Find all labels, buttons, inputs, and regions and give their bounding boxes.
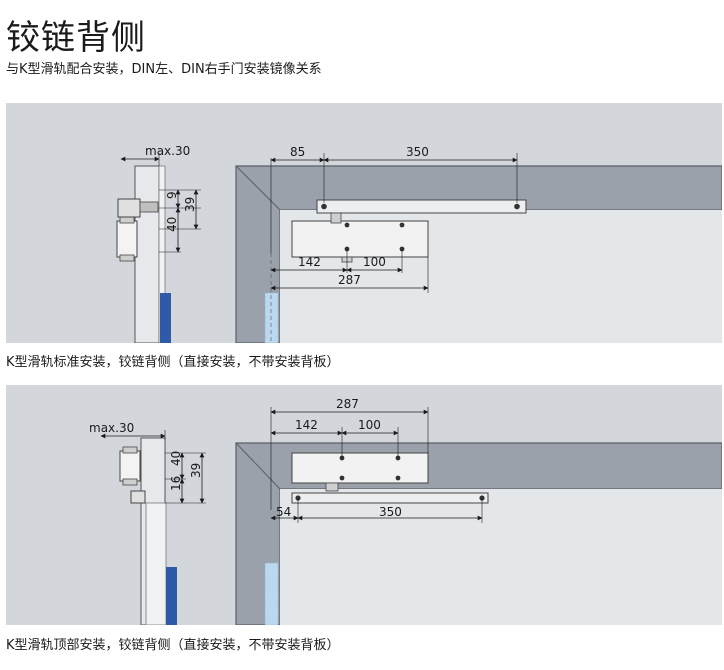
closer-body xyxy=(291,220,429,258)
diagram-top-svg: max.30 40 16 39 xyxy=(89,397,722,625)
side-door-seal xyxy=(160,293,171,343)
diagram-standard-svg: max.30 9 39 40 xyxy=(116,144,722,343)
label-350-2: 350 xyxy=(379,505,402,519)
rail-screw-right xyxy=(514,203,520,210)
label-max-2: max.30 xyxy=(89,421,134,435)
closer-side-body-2 xyxy=(119,450,141,482)
label-9: 9 xyxy=(165,191,179,199)
label-100-2: 100 xyxy=(358,418,381,432)
rail-side xyxy=(139,201,159,213)
label-287-2: 287 xyxy=(336,397,359,411)
diagram-standard-install: max.30 9 39 40 xyxy=(6,103,722,343)
side-door-edge xyxy=(158,165,166,343)
closer-side-cap xyxy=(119,216,135,224)
label-54: 54 xyxy=(276,505,291,519)
closer-arm xyxy=(330,212,342,224)
side-door-edge-2 xyxy=(145,502,167,625)
closer-body-2 xyxy=(291,452,429,484)
label-40: 40 xyxy=(165,217,179,232)
caption-standard-install: K型滑轨标准安装，铰链背侧（直接安装，不带安装背板） xyxy=(6,355,340,370)
label-100: 100 xyxy=(363,255,386,269)
closer-side-body xyxy=(116,220,138,258)
closer-side-foot xyxy=(119,254,135,262)
closer-side-arm xyxy=(117,198,141,218)
side-view: max.30 9 39 40 xyxy=(116,144,201,343)
glass-strip-2 xyxy=(264,562,279,625)
label-39-2: 39 xyxy=(189,463,203,478)
label-350: 350 xyxy=(406,145,429,159)
label-85: 85 xyxy=(290,145,305,159)
rail-side-2 xyxy=(130,490,146,504)
closer-arm-2 xyxy=(325,482,339,492)
door-leaf-2 xyxy=(280,489,722,625)
label-39: 39 xyxy=(183,197,197,212)
front-view-2: 287 142 100 54 350 xyxy=(235,397,722,625)
side-frame xyxy=(134,165,160,343)
label-40-2: 40 xyxy=(169,451,183,466)
label-max: max.30 xyxy=(145,144,190,158)
side-door-seal-2 xyxy=(166,567,177,625)
slide-rail xyxy=(316,199,527,214)
caption-top-install: K型滑轨顶部安装，铰链背侧（直接安装，不带安装背板） xyxy=(6,638,340,653)
side-view-2: max.30 40 16 39 xyxy=(89,421,206,625)
label-142: 142 xyxy=(298,255,321,269)
glass-strip xyxy=(264,292,279,343)
label-16: 16 xyxy=(169,476,183,491)
label-142-2: 142 xyxy=(295,418,318,432)
slide-rail-2 xyxy=(291,492,489,504)
page-subtitle: 与K型滑轨配合安装，DIN左、DIN右手门安装镜像关系 xyxy=(6,62,322,77)
label-287: 287 xyxy=(338,273,361,287)
page-title: 铰链背侧 xyxy=(6,18,146,58)
diagram-top-install: max.30 40 16 39 xyxy=(6,385,722,625)
rail-screw-left xyxy=(321,203,327,210)
front-view: 85 350 142 100 287 xyxy=(235,145,722,343)
